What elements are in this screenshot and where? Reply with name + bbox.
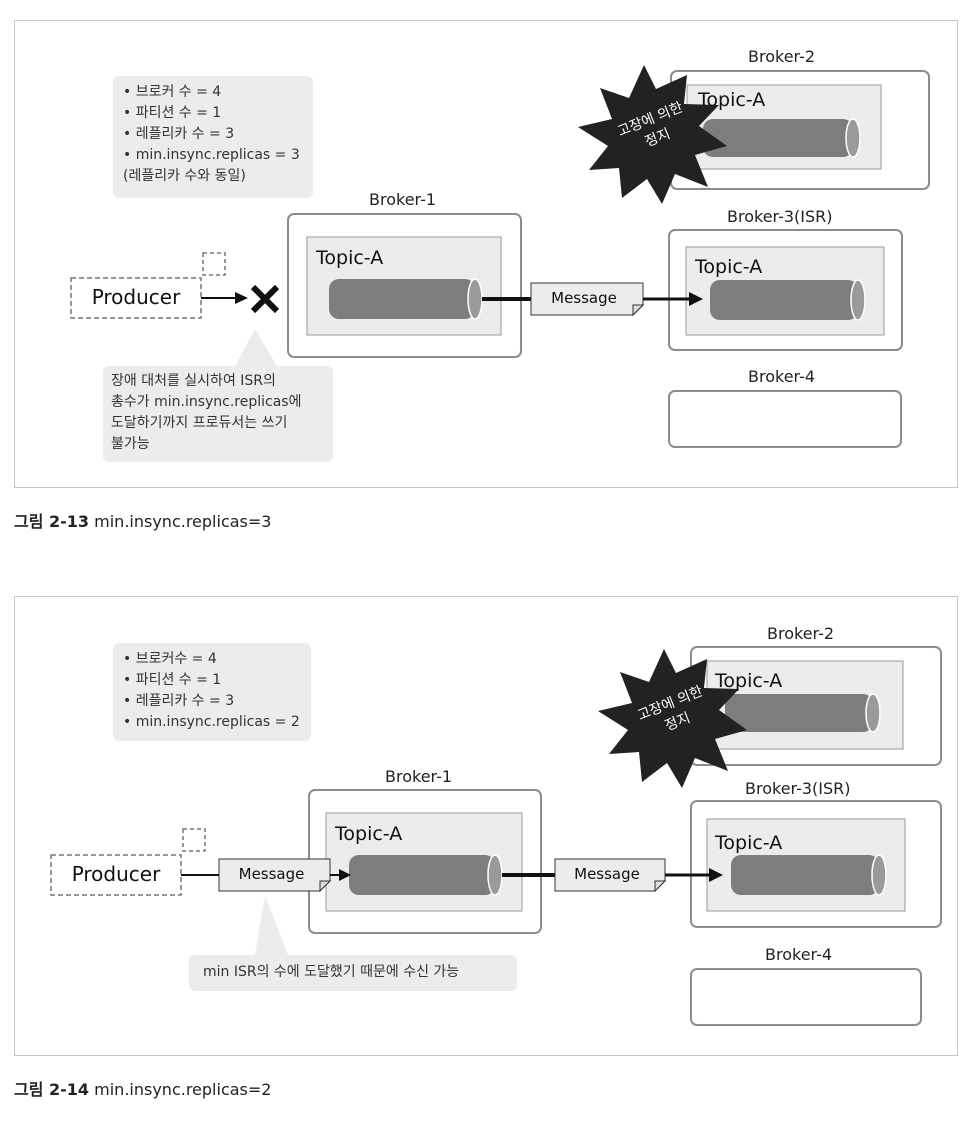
broker-1-topic-label: Topic-A: [316, 247, 384, 269]
broker-2-topic-label: Topic-A: [715, 670, 783, 692]
broker-1-topic-label: Topic-A: [335, 823, 403, 845]
broker-4-label: Broker-4: [748, 367, 816, 386]
broker-1-label: Broker-1: [385, 767, 453, 786]
caption-number: 그림 2-13: [14, 512, 90, 531]
callout-line: 도달하기까지 프로듀서는 쓰기: [111, 415, 288, 431]
callout-note: 장애 대처를 실시하여 ISR의 총수가 min.insync.replicas…: [103, 366, 333, 462]
broker-3-log-cylinder: [710, 280, 858, 320]
producer-box: [50, 854, 182, 896]
broker-4-box: [668, 390, 902, 448]
note-line: (레플리카 수와 동일): [123, 168, 246, 184]
note-line: • 브로커수 = 4: [123, 651, 217, 667]
note-line: • min.insync.replicas = 3: [123, 147, 300, 163]
caption-text: min.insync.replicas=2: [89, 1080, 272, 1099]
blocked-x-icon: [250, 284, 280, 314]
callout-pointer-1: [235, 329, 277, 366]
broker-3-label: Broker-3(ISR): [727, 207, 833, 226]
figure-caption-1: 그림 2-13 min.insync.replicas=3: [14, 508, 271, 532]
figure-caption-2: 그림 2-14 min.insync.replicas=2: [14, 1076, 271, 1100]
broker-4-box: [690, 968, 922, 1026]
note-line: • min.insync.replicas = 2: [123, 714, 300, 730]
callout-line: 총수가 min.insync.replicas에: [111, 394, 302, 410]
broker-3-topic-label: Topic-A: [695, 256, 763, 278]
figure-2-14: • 브로커수 = 4 • 파티션 수 = 1 • 레플리카 수 = 3 • mi…: [14, 596, 958, 1056]
message-label: Message: [574, 865, 640, 883]
broker-2-topic-label: Topic-A: [698, 89, 766, 111]
broker-1-log-cylinder: [349, 855, 495, 895]
failure-burst-2: [598, 649, 747, 788]
callout-note: min ISR의 수에 도달했기 때문에 수신 가능: [189, 955, 517, 991]
note-line: • 브로커 수 = 4: [123, 84, 222, 100]
note-line: • 파티션 수 = 1: [123, 105, 222, 121]
callout-line: min ISR의 수에 도달했기 때문에 수신 가능: [203, 964, 460, 980]
producer-label: Producer: [91, 285, 181, 309]
producer-mini-box: [182, 828, 206, 852]
figure-2-14-graphics: [50, 646, 942, 1026]
broker-1-log-cylinder: [329, 279, 475, 319]
broker-3-log-cylinder: [731, 855, 879, 895]
broker-3-topic-label: Topic-A: [715, 832, 783, 854]
broker-2-label: Broker-2: [767, 624, 835, 643]
callout-line: 불가능: [111, 436, 150, 452]
figure-2-13-graphics: [70, 65, 930, 448]
callout-pointer-2: [255, 895, 288, 955]
producer-box: [70, 277, 202, 319]
note-line: • 레플리카 수 = 3: [123, 693, 235, 709]
caption-text: min.insync.replicas=3: [89, 512, 272, 531]
failure-burst-1: [578, 65, 727, 204]
callout-line: 장애 대처를 실시하여 ISR의: [111, 373, 276, 389]
broker-2-label: Broker-2: [748, 47, 816, 66]
note-line: • 레플리카 수 = 3: [123, 126, 235, 142]
broker-2-log-cylinder: [703, 119, 853, 157]
message-label: Message: [238, 865, 305, 883]
config-note: • 브로커수 = 4 • 파티션 수 = 1 • 레플리카 수 = 3 • mi…: [113, 643, 311, 741]
broker-4-label: Broker-4: [765, 945, 833, 964]
broker-2-log-cylinder: [725, 694, 873, 732]
caption-number: 그림 2-14: [14, 1080, 90, 1099]
broker-1-label: Broker-1: [369, 190, 437, 209]
config-note: • 브로커 수 = 4 • 파티션 수 = 1 • 레플리카 수 = 3 • m…: [113, 76, 313, 198]
note-line: • 파티션 수 = 1: [123, 672, 222, 688]
figure-2-13: • 브로커 수 = 4 • 파티션 수 = 1 • 레플리카 수 = 3 • m…: [14, 20, 958, 488]
message-label: Message: [551, 289, 617, 307]
producer-label: Producer: [71, 862, 161, 886]
broker-3-label: Broker-3(ISR): [745, 779, 851, 798]
producer-mini-box: [202, 252, 226, 276]
